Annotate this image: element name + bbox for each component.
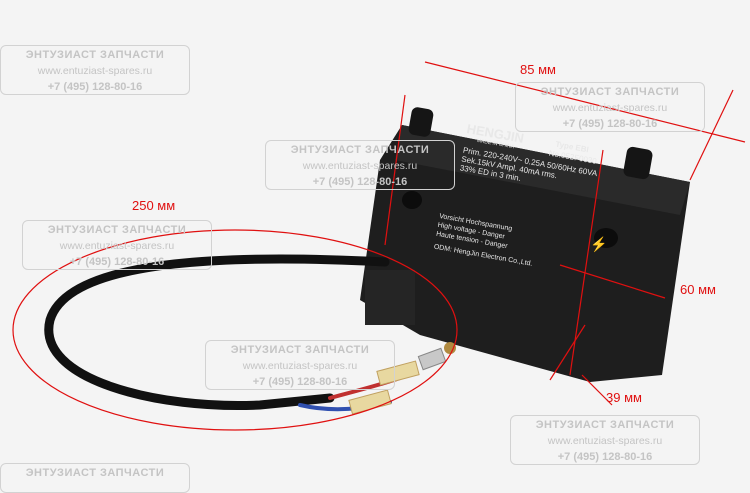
watermark-phone: +7 (495) 128-80-16 (312, 176, 408, 188)
dimension-lines (12, 61, 746, 431)
watermark-url: www.entuziast-spares.ru (552, 102, 668, 114)
height-dimension: 60 мм (680, 282, 716, 297)
cable-length-dimension: 250 мм (132, 198, 176, 213)
watermark-phone: +7 (495) 128-80-16 (557, 451, 653, 463)
watermark-title: ЭНТУЗИАСТ ЗАПЧАСТИ (535, 419, 675, 431)
watermark-phone: +7 (495) 128-80-16 (562, 118, 658, 130)
watermark-title: ЭНТУЗИАСТ ЗАПЧАСТИ (47, 224, 187, 236)
watermark-title: ЭНТУЗИАСТ ЗАПЧАСТИ (25, 467, 165, 479)
watermark-title: ЭНТУЗИАСТ ЗАПЧАСТИ (230, 344, 370, 356)
watermark-url: www.entuziast-spares.ru (59, 240, 175, 252)
watermark: ЭНТУЗИАСТ ЗАПЧАСТИ www.entuziast-spares.r… (510, 415, 700, 465)
watermark-title: ЭНТУЗИАСТ ЗАПЧАСТИ (290, 144, 430, 156)
watermark: ЭНТУЗИАСТ ЗАПЧАСТИ www.entuziast-spares.r… (205, 340, 395, 390)
watermark-url: www.entuziast-spares.ru (37, 65, 153, 77)
depth-dimension: 39 мм (606, 390, 642, 405)
watermark: ЭНТУЗИАСТ ЗАПЧАСТИ (0, 463, 190, 493)
cable (44, 254, 447, 415)
width-dimension: 85 мм (520, 62, 556, 77)
lightning-icon: ⚡ (590, 236, 608, 252)
watermark-title: ЭНТУЗИАСТ ЗАПЧАСТИ (25, 49, 165, 61)
watermark-url: www.entuziast-spares.ru (302, 160, 418, 172)
watermark: ЭНТУЗИАСТ ЗАПЧАСТИ www.entuziast-spares.r… (265, 140, 455, 190)
watermark-phone: +7 (495) 128-80-16 (69, 256, 165, 268)
watermark: ЭНТУЗИАСТ ЗАПЧАСТИ www.entuziast-spares.r… (22, 220, 212, 270)
watermark-url: www.entuziast-spares.ru (547, 435, 663, 447)
watermark-title: ЭНТУЗИАСТ ЗАПЧАСТИ (540, 86, 680, 98)
watermark-url: www.entuziast-spares.ru (242, 360, 358, 372)
watermark-phone: +7 (495) 128-80-16 (47, 81, 143, 93)
watermark: ЭНТУЗИАСТ ЗАПЧАСТИ www.entuziast-spares.r… (515, 82, 705, 132)
watermark: ЭНТУЗИАСТ ЗАПЧАСТИ www.entuziast-spares.r… (0, 45, 190, 95)
watermark-phone: +7 (495) 128-80-16 (252, 376, 348, 388)
